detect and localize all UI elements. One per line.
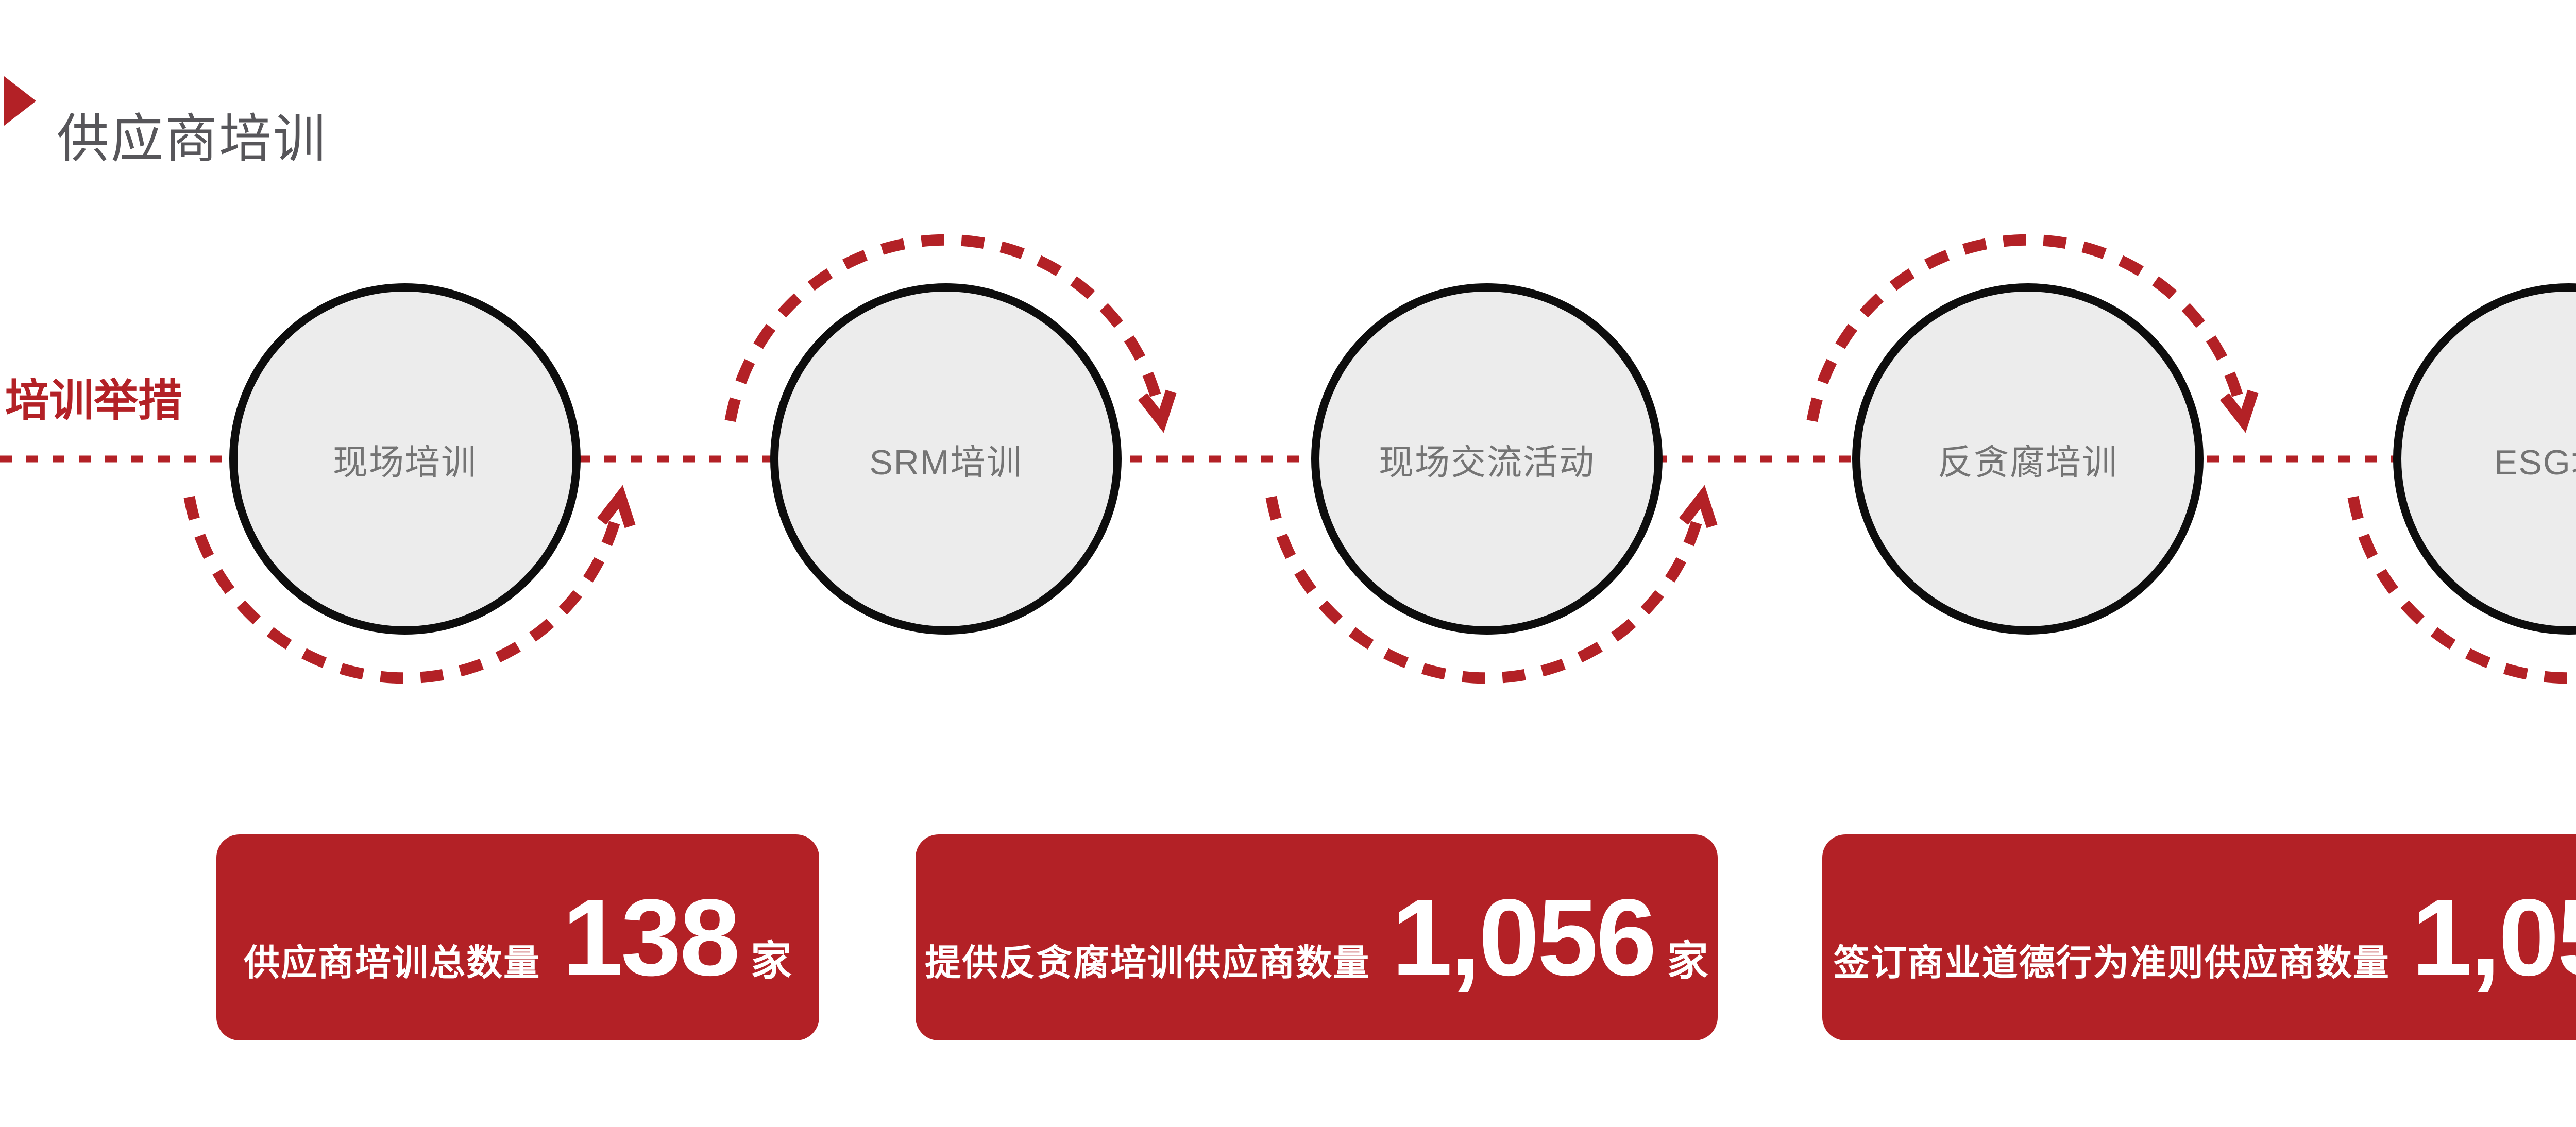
stat-card-ethics-code-signed-suppliers: 签订商业道德行为准则供应商数量 1,056 家 — [1822, 834, 2576, 1040]
arrow-up-icon — [1679, 485, 1718, 528]
stat-row: 提供反贪腐培训供应商数量 1,056 家 — [925, 883, 1708, 992]
stat-label: 供应商培训总数量 — [244, 943, 541, 983]
arc-below-step-5 — [2347, 496, 2576, 684]
flow-step-circle-onsite-training: 现场培训 — [229, 283, 581, 635]
stat-row: 供应商培训总数量 138 家 — [244, 883, 792, 992]
stat-card-anti-corruption-trained-suppliers: 提供反贪腐培训供应商数量 1,056 家 — [916, 834, 1718, 1040]
arc-below-step-1 — [183, 496, 626, 684]
stat-label: 签订商业道德行为准则供应商数量 — [1833, 943, 2390, 983]
flow-step-label: 现场交流活动 — [1378, 442, 1595, 482]
stat-card-total-trained-suppliers: 供应商培训总数量 138 家 — [216, 834, 819, 1040]
flow-step-label: ESG培训 — [2494, 442, 2576, 482]
stat-value: 1,056 — [2411, 876, 2576, 998]
stat-label: 提供反贪腐培训供应商数量 — [925, 943, 1370, 983]
flow-step-label: 反贪腐培训 — [1937, 442, 2118, 482]
flow-step-circle-onsite-exchange: 现场交流活动 — [1311, 283, 1663, 635]
stat-row: 签订商业道德行为准则供应商数量 1,056 家 — [1834, 883, 2576, 992]
flow-row-label: 培训举措 — [5, 376, 182, 425]
flow-step-circle-srm-training: SRM培训 — [770, 283, 1122, 635]
section-marker-triangle-icon — [4, 76, 36, 126]
arc-above-step-4 — [1806, 234, 2249, 422]
flow-step-circle-anti-corruption-training: 反贪腐培训 — [1852, 283, 2204, 635]
stat-unit: 家 — [1667, 938, 1708, 984]
arrow-down-icon — [1138, 389, 1177, 433]
arrow-down-icon — [2220, 389, 2259, 433]
arrow-up-icon — [597, 485, 636, 528]
stat-unit: 家 — [750, 938, 792, 984]
flow-step-label: 现场培训 — [332, 442, 477, 482]
arc-above-step-2 — [724, 234, 1167, 422]
flow-step-label: SRM培训 — [869, 442, 1023, 482]
arc-below-step-3 — [1265, 496, 1708, 684]
stat-value: 1,056 — [1392, 876, 1657, 998]
section-title: 供应商培训 — [57, 110, 327, 169]
stat-value: 138 — [562, 876, 740, 998]
